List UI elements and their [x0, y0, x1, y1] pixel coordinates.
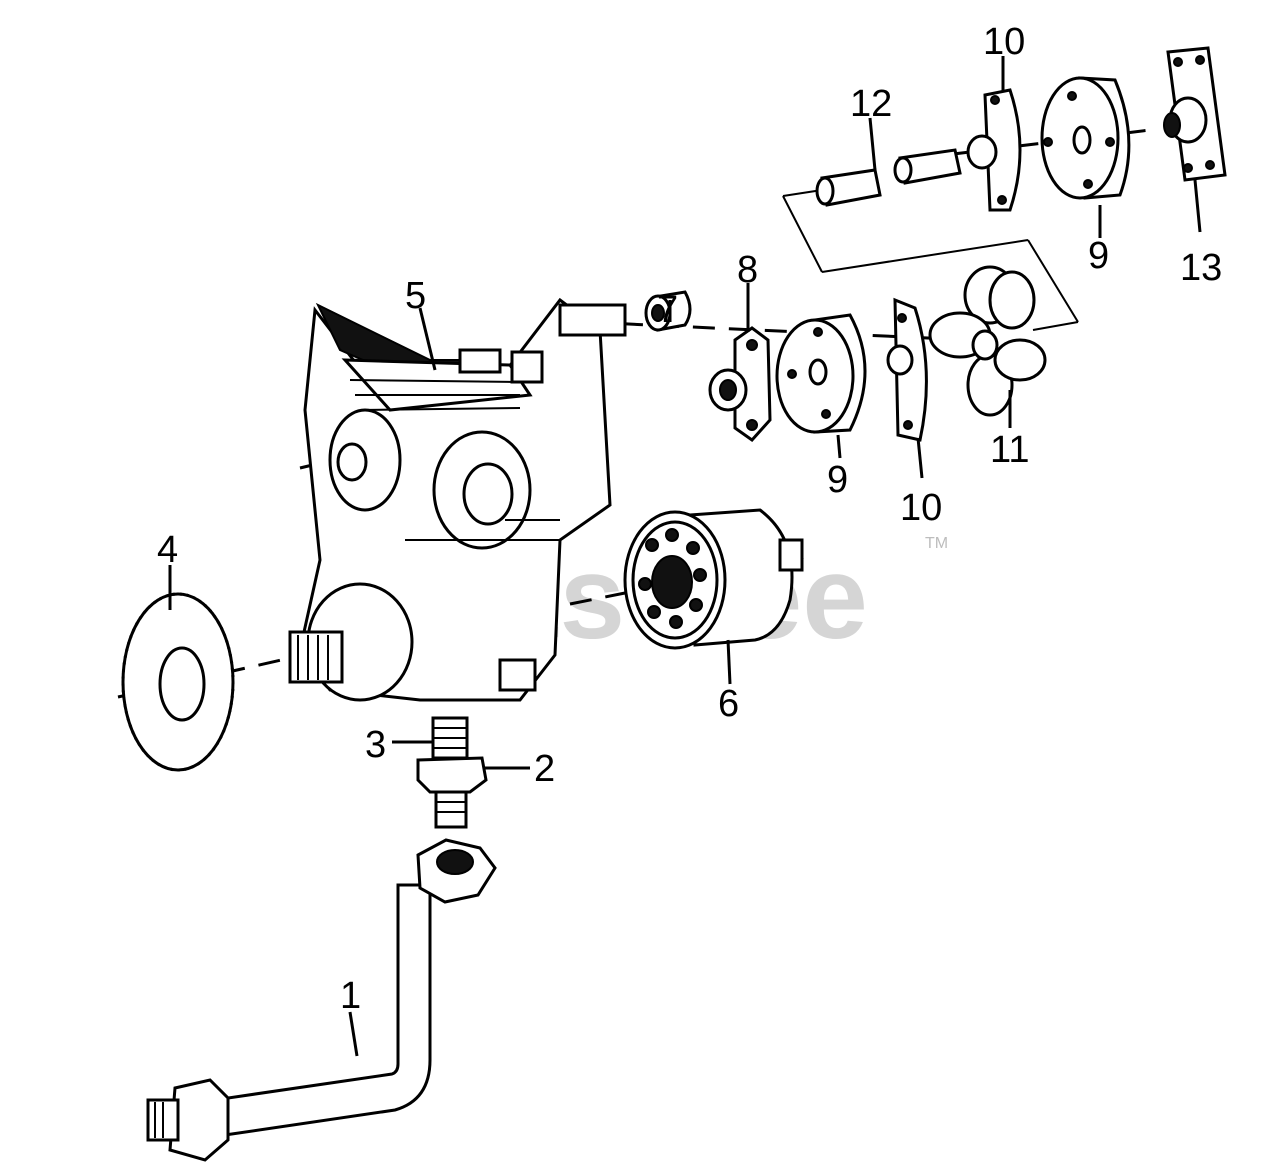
callout-11: 11: [990, 429, 1029, 471]
cover-plate-icon: [1163, 46, 1227, 182]
callout-9-upper: 9: [1088, 235, 1109, 277]
callout-12: 12: [850, 83, 892, 125]
callout-9-lower: 9: [827, 459, 848, 501]
bushing-icon: [644, 290, 692, 332]
gasket-icon: [121, 592, 235, 772]
hydraulic-pump-icon: [288, 297, 627, 702]
plate-icon-upper: [1040, 76, 1131, 200]
callout-4: 4: [157, 529, 178, 571]
callout-3: 3: [365, 724, 386, 766]
plate-icon-lower: [775, 313, 867, 434]
callout-10-upper: 10: [983, 21, 1025, 63]
watermark-trademark: TM: [925, 535, 948, 552]
tube-fitting-icon: [146, 838, 497, 1162]
flange-icon: [708, 326, 772, 442]
callout-5: 5: [405, 275, 426, 317]
callout-10-lower: 10: [900, 487, 942, 529]
oil-filter-icon: [623, 508, 804, 650]
callout-13: 13: [1180, 247, 1222, 289]
subassembly-bracket: [782, 189, 1079, 331]
callout-2: 2: [534, 748, 555, 790]
callout-6: 6: [718, 683, 739, 725]
axis-line-stack: [584, 320, 971, 342]
pin-icon: [815, 148, 962, 207]
callout-1: 1: [340, 975, 361, 1017]
callout-7: 7: [657, 289, 678, 331]
callout-8: 8: [737, 249, 758, 291]
rotor-icon-lower: [886, 297, 928, 442]
rotor-icon-upper: [966, 88, 1022, 212]
fitting-nipple-icon: [416, 716, 488, 829]
leader-lines: [168, 56, 1202, 1057]
impeller-icon: [928, 265, 1047, 417]
